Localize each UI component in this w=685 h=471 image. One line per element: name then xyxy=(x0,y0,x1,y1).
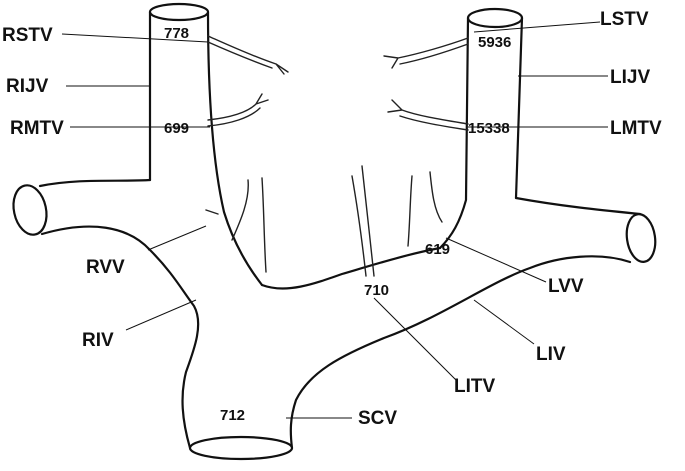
litv-leader-line xyxy=(373,297,457,381)
rstv-leader-line xyxy=(61,33,209,43)
lvv-leader-line xyxy=(445,237,547,283)
right-innominate-vein-lower-wall xyxy=(40,225,200,450)
right-vertebral-branch xyxy=(205,177,267,273)
left-vertebral-branch xyxy=(407,171,443,247)
lstv-value: 5936 xyxy=(478,34,511,51)
scv-value: 712 xyxy=(220,407,245,424)
riv-label: RIV xyxy=(82,330,114,351)
rstv-label: RSTV xyxy=(2,25,53,46)
liv-leader-line xyxy=(473,299,535,345)
right-internal-jugular-vein-medial-wall xyxy=(206,10,264,287)
left-inferior-thyroid-branch xyxy=(351,165,375,277)
lstv-label: LSTV xyxy=(600,9,649,30)
superior-vena-cava-end xyxy=(188,435,294,461)
left-subclavian-vein-end xyxy=(625,213,657,263)
litv-value: 710 xyxy=(364,282,389,299)
left-internal-jugular-vein-lateral-wall xyxy=(514,16,524,200)
rvv-leader-line xyxy=(147,225,207,251)
litv-label: LITV xyxy=(454,376,495,397)
innominate-confluence-wall xyxy=(260,246,442,290)
rvv-label: RVV xyxy=(86,257,125,278)
left-middle-thyroid-branch xyxy=(387,99,469,131)
left-brachiocephalic-vein-lower-wall xyxy=(289,255,632,450)
rijv-label: RIJV xyxy=(6,76,49,97)
left-brachiocephalic-vein-upper-wall xyxy=(514,196,642,216)
lmtv-label: LMTV xyxy=(610,118,662,139)
lstv-leader-line xyxy=(473,21,601,33)
right-subclavian-vein-end xyxy=(12,184,48,236)
right-innominate-vein-upper-wall xyxy=(38,178,152,188)
scv-label: SCV xyxy=(358,408,397,429)
right-middle-thyroid-branch xyxy=(207,93,269,127)
lvv-label: LVV xyxy=(548,276,584,297)
left-internal-jugular-vein-top xyxy=(466,7,524,29)
rstv-value: 778 xyxy=(164,25,189,42)
lmtv-value: 15338 xyxy=(468,120,510,137)
liv-label: LIV xyxy=(536,344,566,365)
right-superior-thyroid-branch xyxy=(207,35,289,75)
left-internal-jugular-vein-medial-wall xyxy=(438,16,470,250)
rmtv-label: RMTV xyxy=(10,118,64,139)
lijv-label: LIJV xyxy=(610,67,650,88)
left-superior-thyroid-branch xyxy=(383,37,469,69)
right-internal-jugular-vein-top xyxy=(148,2,210,22)
rmtv-value: 699 xyxy=(164,120,189,137)
riv-leader-line xyxy=(125,299,197,331)
lvv-value: 619 xyxy=(425,241,450,258)
